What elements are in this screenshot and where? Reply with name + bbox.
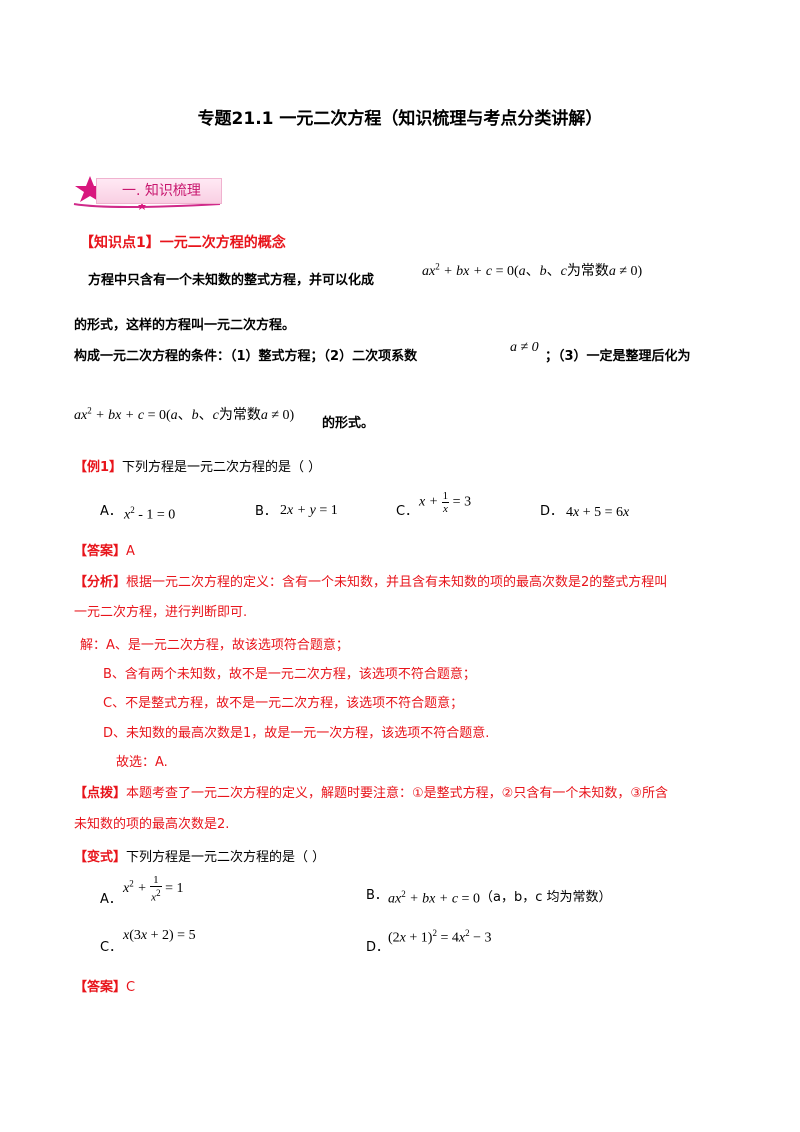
example-analysis-1: 【分析】根据一元二次方程的定义：含有一个未知数，并且含有未知数的项的最高次数是2… bbox=[74, 571, 667, 590]
variant-option-d-label: D． bbox=[366, 940, 390, 955]
variant-option-d-math: (2x + 1)2 = 4x2 − 3 bbox=[388, 928, 492, 946]
condition-math: a ≠ 0 bbox=[510, 340, 539, 355]
example-option-a-label: A． bbox=[100, 504, 122, 519]
example-question-text: 下列方程是一元二次方程的是（ ） bbox=[122, 460, 322, 475]
solution-line-5: 故选：A. bbox=[116, 755, 168, 770]
example-tip-tag: 【点拨】 bbox=[74, 786, 127, 801]
example-tip-text: 本题考查了一元二次方程的定义，解题时要注意：①是整式方程，②只含有一个未知数，③… bbox=[126, 786, 668, 801]
definition-line-3: 的形式。 bbox=[322, 416, 375, 431]
example-option-d-label: D． bbox=[540, 504, 564, 519]
example-option-c-label: C． bbox=[396, 504, 419, 519]
example-analysis-2: 一元二次方程，进行判断即可. bbox=[74, 605, 248, 620]
example-tip-1: 【点拨】本题考查了一元二次方程的定义，解题时要注意：①是整式方程，②只含有一个未… bbox=[74, 782, 668, 801]
variant-answer-tag: 【答案】 bbox=[74, 980, 127, 995]
example-option-b-label: B． bbox=[255, 504, 277, 519]
variant-option-b-note: （a，b，c 均为常数） bbox=[480, 890, 612, 905]
definition-line-1: 方程中只含有一个未知数的整式方程，并可以化成 bbox=[88, 273, 375, 288]
solution-line-4: D、未知数的最高次数是1，故是一元一次方程，该选项不符合题意. bbox=[103, 726, 490, 741]
example-option-d-math: 4x + 5 = 6x bbox=[566, 505, 630, 520]
variant-answer-value: C bbox=[126, 980, 136, 995]
example-analysis-tag: 【分析】 bbox=[74, 575, 127, 590]
variant-answer: 【答案】C bbox=[74, 976, 135, 995]
example-question: 【例1】下列方程是一元二次方程的是（ ） bbox=[74, 456, 321, 475]
variant-option-a-label: A． bbox=[100, 892, 122, 907]
example-option-b-math: 2x + y = 1 bbox=[280, 503, 338, 518]
example-tip-2: 未知数的项的最高次数是2. bbox=[74, 817, 230, 832]
solution-line-1: 解：A、是一元二次方程，故该选项符合题意； bbox=[80, 638, 349, 653]
example-answer: 【答案】A bbox=[74, 540, 135, 559]
condition-text-b: ；（3）一定是整理后化为 bbox=[545, 349, 691, 364]
variant-option-b-math: ax2 + bx + c = 0 bbox=[388, 889, 480, 907]
definition-formula-2: ax2 + bx + c = 0(a、b、c为常数a ≠ 0) bbox=[74, 405, 295, 423]
section-banner: 一. 知识梳理 bbox=[70, 174, 230, 214]
definition-formula: ax2 + bx + c = 0(a、b、c为常数a ≠ 0) bbox=[422, 261, 643, 279]
section-label: 一. 知识梳理 bbox=[122, 183, 201, 199]
solution-line-2: B、含有两个未知数，故不是一元二次方程，该选项不符合题意； bbox=[103, 667, 476, 682]
example-analysis-text: 根据一元二次方程的定义：含有一个未知数，并且含有未知数的项的最高次数是2的整式方… bbox=[126, 575, 668, 590]
definition-line-2: 的形式，这样的方程叫一元二次方程。 bbox=[74, 318, 296, 333]
page-title: 专题21.1 一元二次方程（知识梳理与考点分类讲解） bbox=[197, 109, 603, 129]
variant-tag: 【变式】 bbox=[74, 850, 127, 865]
solution-line-3: C、不是整式方程，故不是一元二次方程，该选项不符合题意； bbox=[103, 696, 464, 711]
variant-option-c-math: x(3x + 2) = 5 bbox=[123, 928, 196, 943]
knowledge-heading: 【知识点1】一元二次方程的概念 bbox=[80, 235, 286, 251]
condition-text-a: 构成一元二次方程的条件：（1）整式方程；（2）二次项系数 bbox=[74, 349, 418, 364]
example-answer-tag: 【答案】 bbox=[74, 544, 127, 559]
section-bar bbox=[96, 178, 222, 204]
variant-option-b-label: B． bbox=[366, 888, 388, 903]
variant-option-c-label: C． bbox=[100, 940, 123, 955]
example-answer-value: A bbox=[126, 544, 135, 559]
variant-question: 【变式】下列方程是一元二次方程的是（ ） bbox=[74, 846, 325, 865]
variant-question-text: 下列方程是一元二次方程的是（ ） bbox=[126, 850, 326, 865]
example-option-a-math: x2 - 1 = 0 bbox=[124, 505, 176, 523]
example-tag: 【例1】 bbox=[74, 460, 123, 475]
